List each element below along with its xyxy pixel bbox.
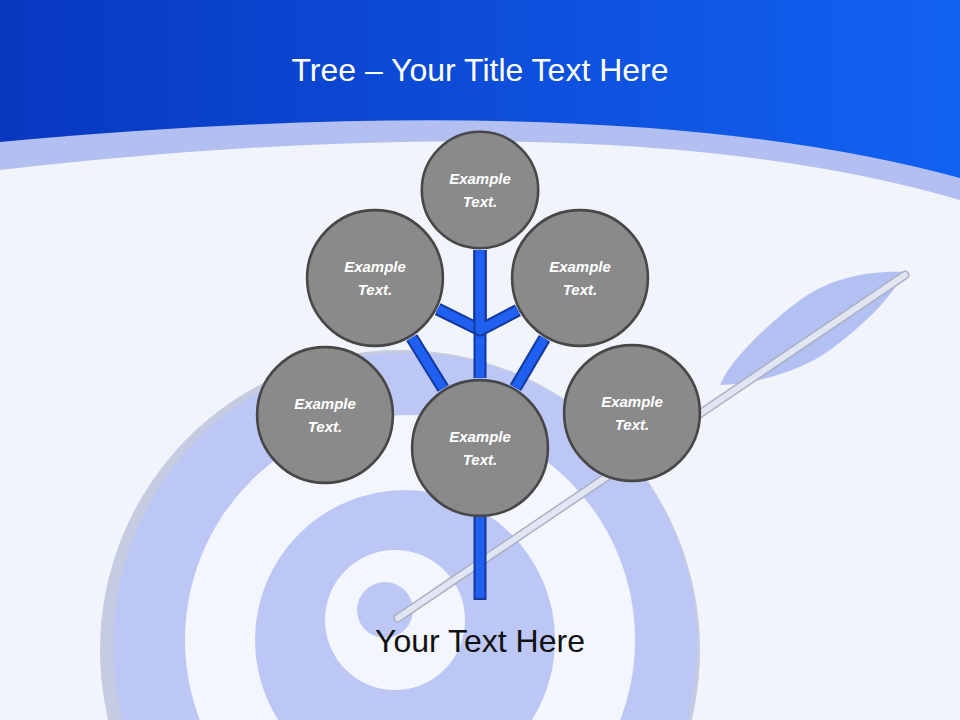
circle-outline bbox=[510, 208, 650, 348]
circle-node: Example Text. bbox=[305, 208, 445, 348]
circle-node: Example Text. bbox=[562, 343, 702, 483]
node-text: Example Text. bbox=[541, 255, 619, 301]
circle-node: Example Text. bbox=[420, 130, 540, 250]
circle-node: Example Text. bbox=[510, 208, 650, 348]
node-text: Example Text. bbox=[441, 167, 519, 213]
node-text: Example Text. bbox=[336, 255, 414, 301]
circle-outline bbox=[255, 345, 395, 485]
caption: Your Text Here bbox=[0, 623, 960, 660]
node-text: Example Text. bbox=[286, 392, 364, 438]
tree-branch bbox=[515, 338, 544, 387]
circle-outline bbox=[305, 208, 445, 348]
node-text: Example Text. bbox=[593, 390, 671, 436]
tree-branch bbox=[412, 338, 443, 389]
slide-title: Tree – Your Title Text Here bbox=[0, 52, 960, 89]
circle-node: Example Text. bbox=[255, 345, 395, 485]
circle-outline bbox=[420, 130, 540, 250]
target-rings bbox=[100, 350, 700, 720]
circle-outline bbox=[410, 378, 550, 518]
circle-outline bbox=[562, 343, 702, 483]
circle-node: Example Text. bbox=[410, 378, 550, 518]
node-text: Example Text. bbox=[441, 425, 519, 471]
